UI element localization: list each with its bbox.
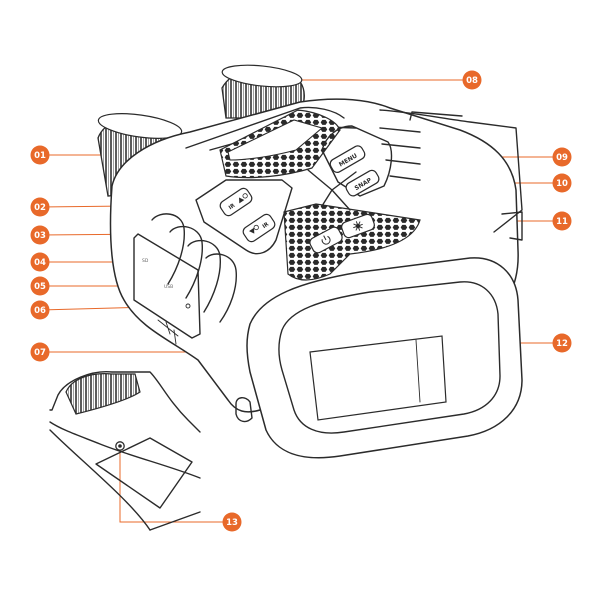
- binocular-body: SD USB: [97, 64, 523, 459]
- callout-12: 12: [552, 333, 572, 353]
- svg-text:02: 02: [34, 203, 46, 213]
- sun-icon: [353, 221, 363, 231]
- power-icon: [321, 235, 331, 245]
- svg-text:05: 05: [34, 282, 46, 292]
- svg-text:09: 09: [556, 153, 568, 163]
- ir-up-button[interactable]: IR: [218, 186, 253, 217]
- port-label-usb: USB: [164, 284, 173, 290]
- svg-text:11: 11: [556, 217, 568, 227]
- callout-03: 03: [30, 225, 50, 245]
- power-button[interactable]: [308, 225, 344, 254]
- arrow-down-icon: [249, 227, 255, 234]
- svg-text:07: 07: [34, 348, 46, 358]
- ir-led-icon: [242, 193, 248, 199]
- arrow-up-icon: [239, 197, 245, 204]
- callout-badges: 01 02 03 04 05 06 07 08 09 10 11 12 13: [30, 70, 572, 532]
- svg-text:04: 04: [34, 258, 46, 268]
- svg-text:06: 06: [34, 306, 46, 316]
- callout-02: 02: [30, 197, 50, 217]
- callout-13: 13: [222, 512, 242, 532]
- callout-11: 11: [552, 211, 572, 231]
- svg-text:08: 08: [466, 76, 478, 86]
- snap-button[interactable]: SNAP: [344, 169, 380, 198]
- svg-text:03: 03: [34, 231, 46, 241]
- svg-text:10: 10: [556, 179, 568, 189]
- callout-08: 08: [462, 70, 482, 90]
- brightness-button[interactable]: [340, 213, 376, 239]
- reset-hole: [185, 303, 191, 309]
- svg-text:01: 01: [34, 151, 46, 161]
- inset-bottom-view: [49, 371, 201, 531]
- callout-05: 05: [30, 276, 50, 296]
- leader-13: [119, 448, 232, 523]
- port-label-sd: SD: [142, 258, 149, 264]
- ir-led-icon-2: [253, 224, 259, 231]
- menu-button[interactable]: MENU: [328, 144, 366, 174]
- callout-10: 10: [552, 173, 572, 193]
- display-screen: [309, 335, 447, 421]
- svg-text:13: 13: [226, 518, 238, 528]
- svg-text:12: 12: [556, 339, 568, 349]
- callout-04: 04: [30, 252, 50, 272]
- callout-06: 06: [30, 300, 50, 320]
- callout-01: 01: [30, 145, 50, 165]
- leader-lines: [39, 79, 562, 523]
- callout-09: 09: [552, 147, 572, 167]
- ir-down-label: IR: [262, 221, 271, 230]
- ir-up-label: IR: [228, 202, 237, 211]
- callout-07: 07: [30, 342, 50, 362]
- ir-down-button[interactable]: IR: [241, 212, 276, 243]
